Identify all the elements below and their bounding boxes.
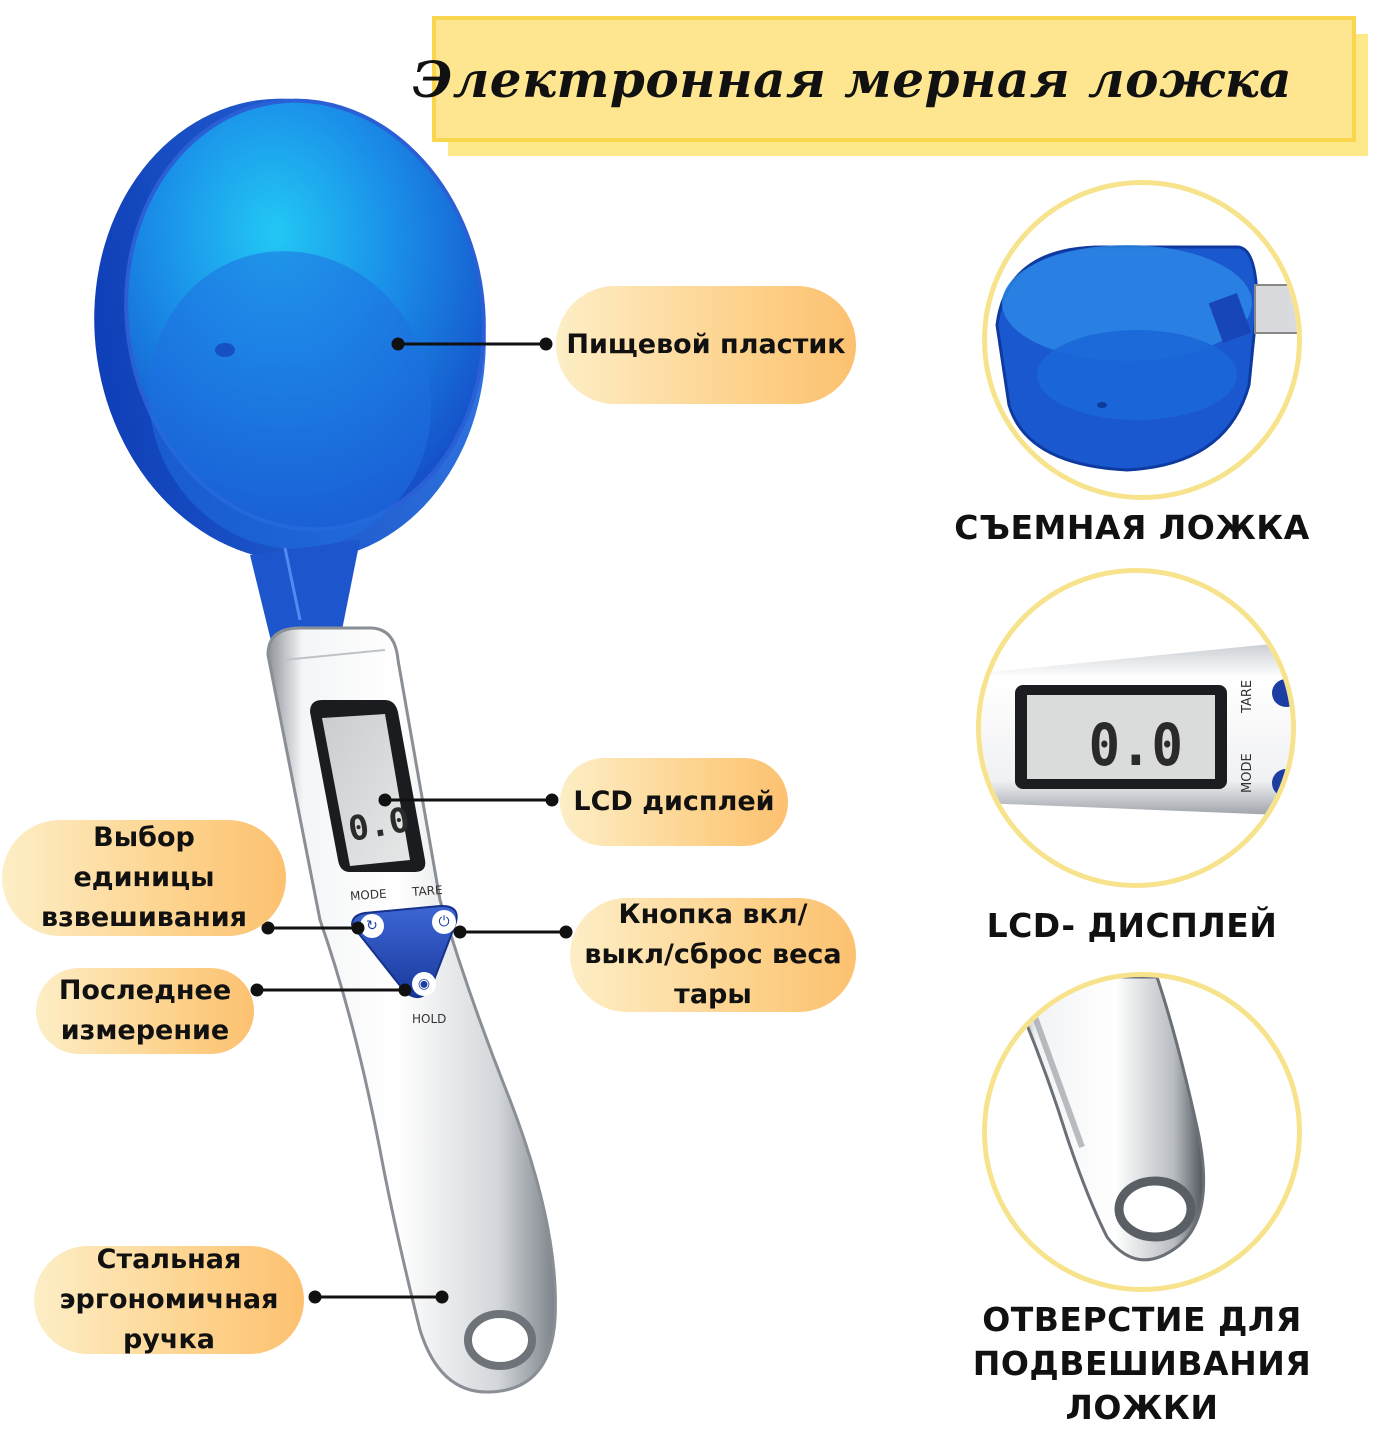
hanging-hole-closeup-icon [1005, 977, 1206, 1262]
lcd-reading: 0.0 [344, 790, 414, 860]
detail-circle-spoon [982, 180, 1302, 500]
hanging-hole-icon [464, 1310, 536, 1370]
hold-button[interactable]: ◉ [412, 972, 436, 996]
mode-icon: ↻ [366, 918, 378, 934]
callout-steel-handle: Стальная эргономичная ручка [34, 1244, 304, 1355]
callout-lcd-display-text: LCD дисплей [573, 786, 775, 817]
power-tare-button[interactable]: ⏻ [432, 910, 456, 934]
detail-caption-lcd: LCD- ДИСПЛЕЙ [986, 906, 1278, 945]
svg-text:MODE: MODE [1240, 753, 1255, 793]
steel-handle [266, 626, 557, 1394]
callout-last-measure-text: Последнее измерение [58, 975, 232, 1046]
callout-unit-select-text: Выбор единицы взвешивания [41, 822, 247, 933]
callout-unit-select: Выбор единицы взвешивания [2, 820, 286, 936]
detail-circle-hole [982, 972, 1302, 1292]
tare-label: TARE [411, 882, 443, 900]
callout-lcd-display: LCD дисплей [560, 758, 788, 846]
svg-text:0.0: 0.0 [1089, 712, 1183, 779]
hold-label: HOLD [412, 1012, 447, 1026]
detail-caption-spoon: СЪЕМНАЯ ЛОЖКА [954, 508, 1310, 547]
mode-label: MODE [349, 886, 388, 904]
hold-icon: ◉ [417, 976, 431, 992]
callout-food-plastic: Пищевой пластик [556, 286, 856, 404]
spoon-scale-illustration [94, 98, 557, 1394]
spoon-cup [94, 98, 486, 645]
callout-food-plastic-text: Пищевой пластик [566, 329, 846, 360]
detachable-spoon-icon [995, 245, 1297, 472]
callout-power-tare-text: Кнопка вкл/ выкл/сброс веса тары [584, 899, 842, 1010]
power-icon: ⏻ [438, 914, 450, 930]
lcd-value: 0.0 [345, 799, 413, 851]
title-banner: Электронная мерная ложка [412, 16, 1356, 142]
lcd-closeup-icon: 0.0 TARE MODE [981, 643, 1291, 815]
page-title: Электронная мерная ложка [412, 49, 1292, 109]
lcd-display [310, 700, 426, 872]
callout-power-tare: Кнопка вкл/ выкл/сброс веса тары [570, 898, 856, 1012]
detail-caption-hole: ОТВЕРСТИЕ ДЛЯ ПОДВЕШИВАНИЯ ЛОЖКИ [972, 1300, 1312, 1427]
svg-text:TARE: TARE [1240, 680, 1255, 714]
mode-button[interactable]: ↻ [360, 914, 384, 938]
callout-last-measure: Последнее измерение [36, 968, 254, 1054]
callout-steel-handle-text: Стальная эргономичная ручка [59, 1244, 279, 1355]
detail-circle-lcd: 0.0 TARE MODE [976, 568, 1296, 888]
